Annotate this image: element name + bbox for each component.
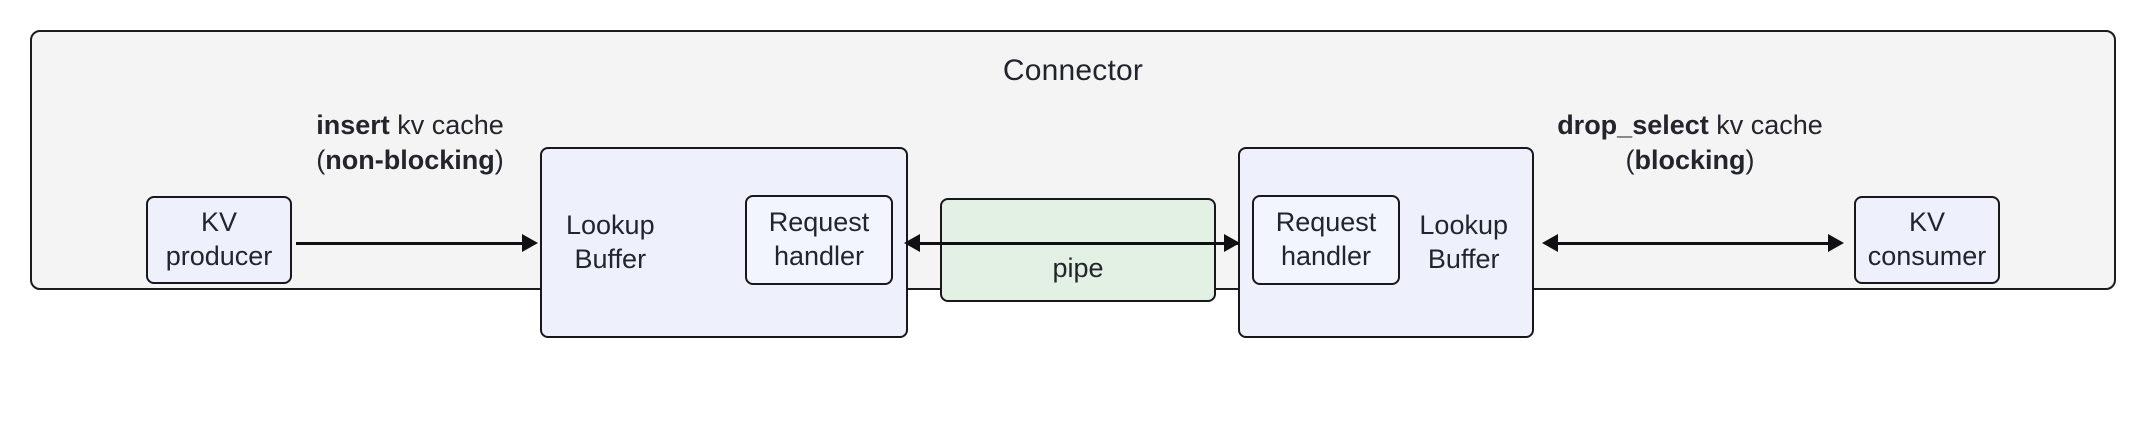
- kv-consumer-label-line1: KV: [1908, 207, 1946, 238]
- drop-select-paren-open: (: [1625, 145, 1635, 176]
- lookup-buffer-right-label-line1: Lookup: [1419, 209, 1508, 240]
- insert-mode-label: non-blocking: [325, 145, 495, 176]
- connector-title: Connector: [1002, 54, 1144, 87]
- lookup-buffer-right-label: Lookup Buffer: [1419, 209, 1508, 277]
- pipe-arrowhead-right-icon: [1224, 234, 1240, 252]
- lookup-buffer-right-label-line2: Buffer: [1427, 243, 1500, 274]
- insert-caption-row1: insert kv cache: [296, 108, 524, 143]
- pipe-node: pipe: [940, 198, 1216, 302]
- kv-producer-label-line1: KV: [200, 207, 238, 238]
- lookup-buffer-left-label-line2: Buffer: [574, 243, 647, 274]
- kv-producer-node: KV producer: [146, 196, 292, 284]
- drop-select-arrowhead-left-icon: [1542, 234, 1558, 252]
- request-handler-right-node: Request handler: [1252, 195, 1400, 285]
- insert-op-label: insert: [316, 110, 390, 140]
- request-handler-left-label-line2: handler: [773, 241, 865, 271]
- request-handler-left-label-line1: Request: [768, 207, 870, 238]
- kv-consumer-node: KV consumer: [1854, 196, 2000, 284]
- pipe-label: pipe: [1052, 253, 1104, 284]
- request-handler-left-node: Request handler: [745, 195, 893, 285]
- insert-paren-open: (: [316, 145, 326, 176]
- kv-producer-label-line2: producer: [165, 241, 273, 271]
- drop-select-arrow-line: [1548, 242, 1840, 245]
- drop-select-caption-row2: (blocking): [1540, 143, 1840, 178]
- pipe-arrow-line: [908, 242, 1238, 245]
- lookup-buffer-left-label: Lookup Buffer: [566, 209, 655, 277]
- drop-select-object-label: kv cache: [1708, 110, 1823, 140]
- insert-edge-caption: insert kv cache (non-blocking): [296, 108, 524, 178]
- insert-arrowhead-right-icon: [522, 234, 538, 252]
- drop-select-caption-row1: drop_select kv cache: [1540, 108, 1840, 143]
- insert-caption-row2: (non-blocking): [296, 143, 524, 178]
- insert-object-label: kv cache: [389, 110, 504, 140]
- pipe-arrowhead-left-icon: [904, 234, 920, 252]
- insert-paren-close: ): [494, 145, 504, 176]
- drop-select-arrowhead-right-icon: [1828, 234, 1844, 252]
- lookup-buffer-left-label-line1: Lookup: [566, 209, 655, 240]
- insert-arrow-line: [296, 242, 524, 245]
- drop-select-edge-caption: drop_select kv cache (blocking): [1540, 108, 1840, 178]
- request-handler-right-label-line2: handler: [1280, 241, 1372, 271]
- request-handler-right-label-line1: Request: [1275, 207, 1377, 238]
- drop-select-paren-close: ): [1745, 145, 1755, 176]
- drop-select-op-label: drop_select: [1557, 110, 1709, 140]
- kv-consumer-label-line2: consumer: [1867, 241, 1987, 271]
- drop-select-mode-label: blocking: [1634, 145, 1746, 176]
